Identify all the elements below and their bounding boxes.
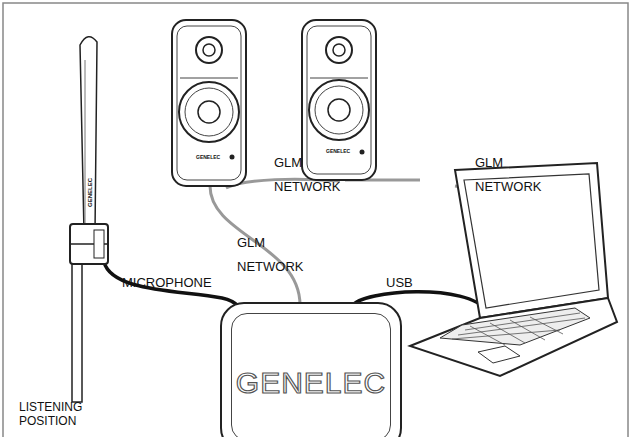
speaker: [302, 20, 376, 180]
logo-text: GENELEC: [86, 178, 94, 207]
frame: [3, 3, 628, 437]
brand-logo: GENELEC: [222, 366, 400, 400]
microphone: [70, 37, 108, 402]
cable-label: GLM NETWORK: [475, 151, 547, 199]
laptop: [410, 163, 617, 376]
cable-label: USB: [386, 275, 413, 291]
glm-adapter-box: GENELEC: [220, 302, 402, 437]
speaker: [172, 20, 246, 186]
cable-label: MICROPHONE: [122, 275, 212, 291]
cable-label: LISTENING POSITION: [19, 400, 94, 428]
cable-label: GLM NETWORK: [237, 231, 309, 279]
logo-text: GENELEC: [196, 154, 220, 160]
cable-label: GLM NETWORK: [274, 151, 346, 199]
logo-text: GENELEC: [326, 148, 350, 154]
